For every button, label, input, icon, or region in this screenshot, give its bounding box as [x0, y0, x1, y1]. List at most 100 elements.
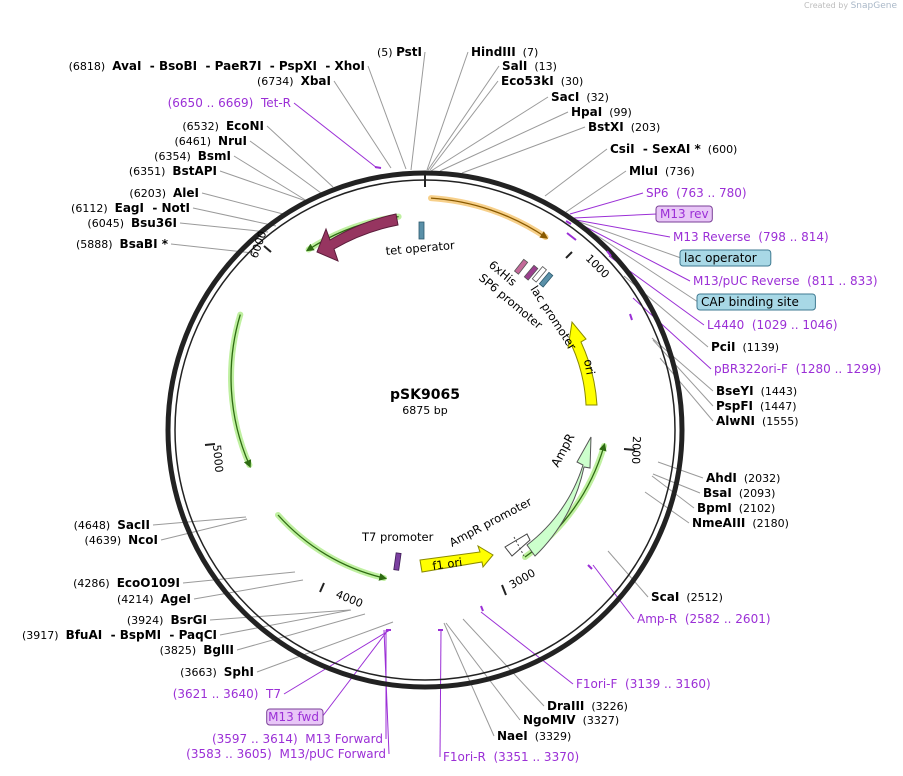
site-label-bpmi[interactable]: BpmI (2102) — [697, 501, 775, 515]
site-label-pbr322ori[interactable]: pBR322ori-F (1280 .. 1299) — [714, 362, 881, 376]
site-label-part: (3139 .. 3160) — [617, 677, 710, 691]
site-label-bsabi[interactable]: (5888) BsaBI * — [76, 237, 169, 251]
site-label-eagi[interactable]: (6112) EagI - NotI — [71, 201, 190, 215]
site-label-bseyi[interactable]: BseYI (1443) — [716, 384, 797, 398]
site-label-bstapi[interactable]: (6351) BstAPI — [129, 164, 217, 178]
t7-promoter-box[interactable] — [393, 552, 402, 571]
site-label-ngomiv[interactable]: NgoMIV (3327) — [523, 713, 619, 727]
site-label-pspfi[interactable]: PspFI (1447) — [716, 399, 797, 413]
site-label-part: SacI — [551, 90, 579, 104]
site-label-f1ori-r[interactable]: F1ori-R (3351 .. 3370) — [443, 750, 579, 764]
site-label-alei[interactable]: (6203) AleI — [129, 186, 199, 200]
site-label-hindiii[interactable]: HindIII (7) — [471, 45, 538, 59]
site-label-sali[interactable]: SalI (13) — [502, 59, 557, 73]
site-label-xbai[interactable]: (6734) XbaI — [257, 74, 331, 88]
site-label-l4440[interactable]: L4440 (1029 .. 1046) — [707, 318, 838, 332]
cap-site-box[interactable] — [538, 271, 554, 288]
site-label-bfuai[interactable]: (3917) BfuAI - BspMI - PaqCI — [22, 628, 217, 642]
ampr-promoter-arrow[interactable] — [504, 533, 531, 557]
site-label-eco53ki[interactable]: Eco53kI (30) — [501, 74, 583, 88]
site-label-part: AleI — [173, 186, 199, 200]
leader-line-m13fwd — [321, 629, 389, 718]
site-label-part — [121, 534, 128, 547]
site-label-scai[interactable]: ScaI (2512) — [651, 590, 723, 604]
site-label-saci[interactable]: SacI (32) — [551, 90, 609, 104]
primer-mark — [566, 232, 577, 241]
site-label-part — [219, 120, 226, 133]
tetr-feature-arrow[interactable] — [316, 213, 399, 262]
site-label-ahdi[interactable]: AhdI (2032) — [706, 471, 780, 485]
site-label-m13rev[interactable]: M13 rev — [660, 207, 709, 221]
site-label-part: NgoMIV — [523, 713, 576, 727]
his-tag-box[interactable] — [513, 258, 529, 275]
site-label-tet-r[interactable]: (6650 .. 6669) Tet-R — [168, 96, 291, 110]
site-label-f1ori-f[interactable]: F1ori-F (3139 .. 3160) — [576, 677, 711, 691]
site-label-m13pucreverse[interactable]: M13/pUC Reverse (811 .. 833) — [693, 274, 878, 288]
leader-line-m13reverse — [575, 219, 671, 238]
site-label-part: BpmI — [697, 501, 732, 515]
site-label-bstxi[interactable]: BstXI (203) — [588, 120, 660, 134]
site-label-lacoperator[interactable]: lac operator — [684, 251, 757, 265]
site-label-part: CAP binding site — [701, 295, 799, 309]
site-label-naei[interactable]: NaeI (3329) — [497, 729, 571, 743]
site-label-part: (3924) — [127, 614, 164, 627]
site-label-m13pucforward[interactable]: (3583 .. 3605) M13/pUC Forward — [186, 747, 386, 761]
leader-line-naei — [443, 622, 495, 737]
site-label-pcii[interactable]: PciI (1139) — [711, 340, 779, 354]
leader-line-mlui — [565, 170, 627, 213]
site-label-m13forward[interactable]: (3597 .. 3614) M13 Forward — [212, 732, 383, 746]
site-label-part — [163, 614, 170, 627]
site-label-psti[interactable]: (5) PstI — [377, 45, 422, 59]
site-label-alwni[interactable]: AlwNI (1555) — [716, 414, 799, 428]
orf-arc-lower-left — [275, 512, 387, 581]
site-label-econi[interactable]: (6532) EcoNI — [182, 119, 264, 133]
site-label-ampr-primer[interactable]: Amp-R (2582 .. 2601) — [637, 612, 771, 626]
site-label-bsai[interactable]: BsaI (2093) — [703, 486, 775, 500]
ori-feature-arrow[interactable] — [567, 320, 598, 406]
site-label-part: BstXI — [588, 120, 624, 134]
site-label-draiii[interactable]: DraIII (3226) — [547, 699, 628, 713]
site-label-sphi[interactable]: (3663) SphI — [180, 665, 254, 679]
site-label-m13reverse[interactable]: M13 Reverse (798 .. 814) — [673, 230, 829, 244]
leader-line-pspfi — [652, 339, 714, 407]
ruler-tick-label: 6000 — [248, 229, 270, 260]
leader-line-ecoo109i — [182, 571, 296, 584]
site-label-hpai[interactable]: HpaI (99) — [571, 105, 632, 119]
site-label-sacii[interactable]: (4648) SacII — [74, 518, 150, 532]
site-label-bglii[interactable]: (3825) BglII — [160, 643, 234, 657]
site-label-sp6[interactable]: SP6 (763 .. 780) — [646, 186, 747, 200]
f1ori-feature-arrow[interactable] — [419, 544, 494, 573]
label-box-m13fwd — [266, 708, 324, 726]
site-label-nrui[interactable]: (6461) NruI — [174, 134, 247, 148]
ampr-feature-arrow[interactable] — [526, 436, 592, 557]
site-label-bsmi[interactable]: (6354) BsmI — [154, 149, 231, 163]
leader-line-bglii — [236, 613, 366, 651]
lac-promoter-box[interactable] — [531, 266, 548, 283]
leader-line-bsmi — [233, 155, 308, 202]
site-label-bsrgi[interactable]: (3924) BsrGI — [127, 613, 207, 627]
site-label-part: (4286) — [73, 577, 110, 590]
site-label-part: AgeI — [161, 592, 191, 606]
site-label-agei[interactable]: (4214) AgeI — [117, 592, 191, 606]
site-label-part: SacII — [117, 518, 150, 532]
site-label-bsu36i[interactable]: (6045) Bsu36I — [87, 216, 177, 230]
site-label-capsite[interactable]: CAP binding site — [701, 295, 799, 309]
site-label-mlui[interactable]: MluI (736) — [629, 164, 695, 178]
ruler-tick-label: 3000 — [507, 566, 538, 591]
site-label-part: - — [197, 59, 215, 73]
site-label-csii[interactable]: CsiI - SexAI * (600) — [610, 142, 737, 156]
site-label-part: (3226) — [584, 700, 628, 713]
site-label-t7[interactable]: (3621 .. 3640) T7 — [173, 687, 281, 701]
site-label-ecoo109i[interactable]: (4286) EcoO109I — [73, 576, 180, 590]
site-label-nmeaiii[interactable]: NmeAIII (2180) — [692, 516, 789, 530]
site-label-m13fwd[interactable]: M13 fwd — [268, 710, 319, 724]
site-label-ncoi[interactable]: (4639) NcoI — [85, 533, 158, 547]
lac-operator-box[interactable] — [523, 264, 539, 281]
site-label-part: (7) — [516, 46, 539, 59]
tet-operator-box[interactable] — [418, 221, 425, 240]
ruler-tick-mark — [204, 443, 216, 446]
ampr-feature-label: AmpR — [548, 431, 577, 469]
site-label-avai[interactable]: (6818) AvaI - BsoBI - PaeR7I - PspXI - X… — [69, 59, 365, 73]
site-label-part — [105, 60, 112, 73]
site-label-part — [196, 644, 203, 657]
